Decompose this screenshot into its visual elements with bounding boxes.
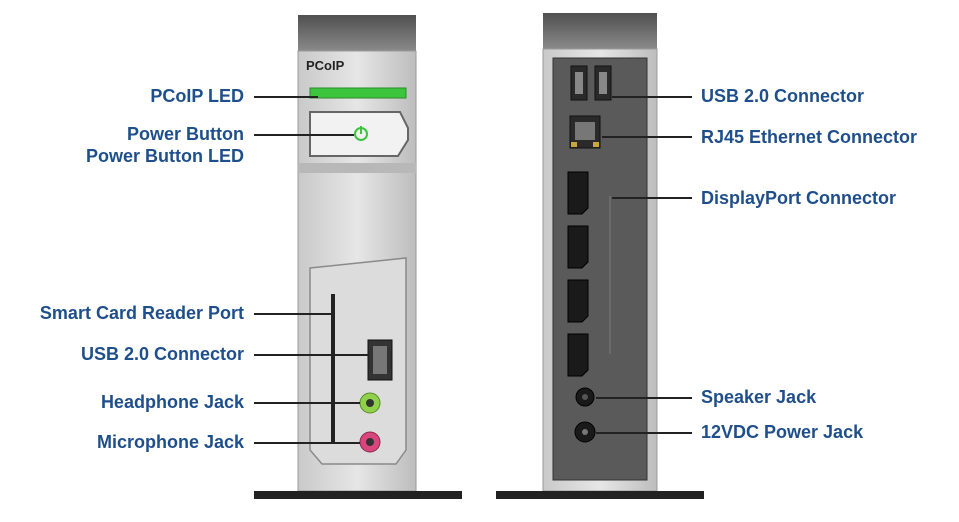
pcoip-led [309, 87, 407, 99]
displayport-group [567, 171, 589, 377]
label-power-button-led: Power Button LED [86, 146, 244, 166]
displayport-4[interactable] [567, 333, 589, 377]
power-button[interactable] [309, 111, 409, 157]
label-power-button: Power Button [127, 124, 244, 144]
label-displayport: DisplayPort Connector [701, 188, 897, 208]
front-seam [298, 163, 416, 173]
leader-smart-card [254, 313, 332, 315]
leader-rj45 [602, 136, 692, 138]
leader-microphone [254, 442, 360, 444]
label-speaker: Speaker Jack [701, 387, 817, 407]
brand-logo: PCoIP [306, 58, 345, 73]
label-front-usb: USB 2.0 Connector [80, 344, 244, 364]
rear-top-cap [543, 13, 657, 49]
leader-power-jack [596, 432, 692, 434]
leader-pcoip-led [254, 96, 318, 98]
label-microphone: Microphone Jack [96, 432, 244, 452]
smart-card-slot[interactable] [331, 294, 335, 444]
label-rear-usb: USB 2.0 Connector [701, 86, 865, 106]
front-top-cap [298, 15, 416, 51]
label-power-jack: 12VDC Power Jack [701, 422, 864, 442]
displayport-2[interactable] [567, 225, 589, 269]
rear-unit [542, 13, 658, 492]
leader-power-button [254, 134, 354, 136]
front-stand [254, 491, 462, 499]
label-pcoip-led: PCoIP LED [150, 86, 244, 106]
leader-front-usb [254, 354, 368, 356]
leader-headphone [254, 402, 360, 404]
label-smart-card: Smart Card Reader Port [39, 303, 244, 323]
label-headphone: Headphone Jack [100, 392, 244, 412]
leader-displayport [612, 197, 692, 199]
rear-stand [496, 491, 704, 499]
displayport-1[interactable] [567, 171, 589, 215]
front-unit [297, 15, 417, 492]
leader-speaker [596, 397, 692, 399]
displayport-3[interactable] [567, 279, 589, 323]
label-rj45: RJ45 Ethernet Connector [701, 127, 918, 147]
leader-rear-usb [612, 96, 692, 98]
